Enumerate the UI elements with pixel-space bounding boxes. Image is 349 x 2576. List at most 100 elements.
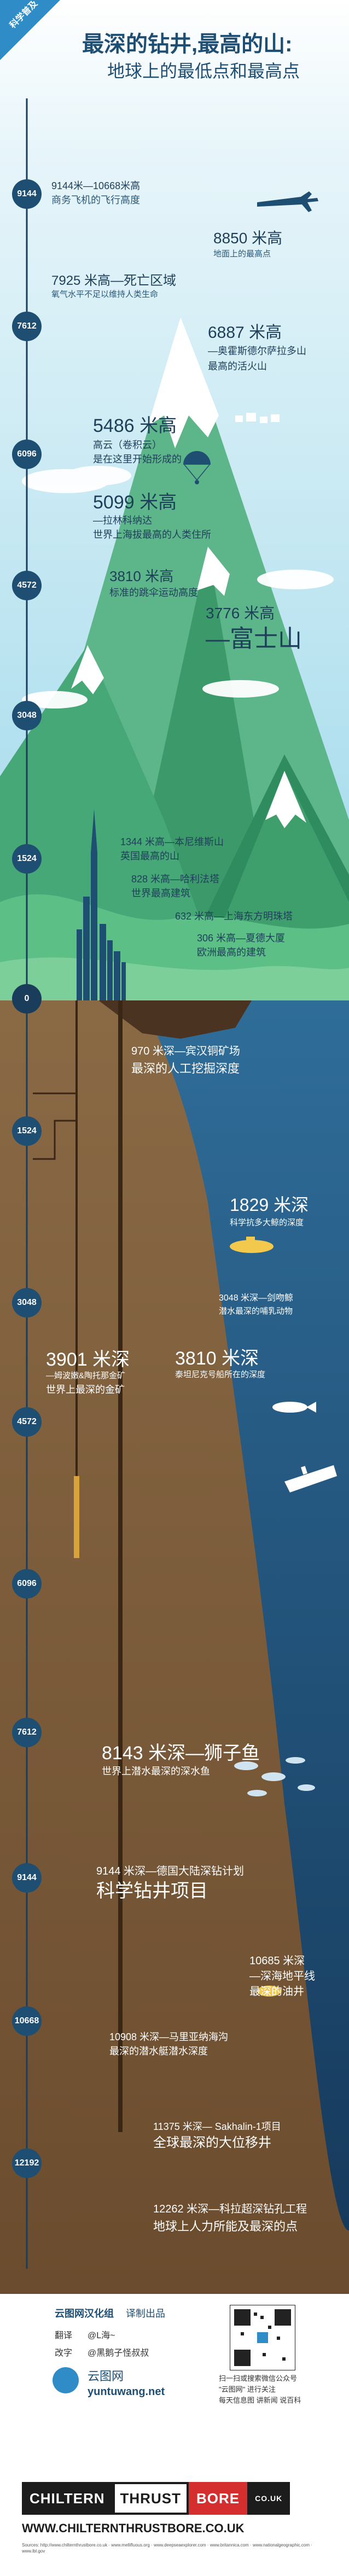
sperm-head: 1829 米深 (230, 1195, 309, 1215)
ojos-sub: 最高的活火山 (208, 361, 267, 372)
larinconada-head: 5099 米高 (93, 492, 177, 513)
parachute-icon (183, 451, 211, 484)
chiltern-logo: CHILTERN THRUST BORE CO.UK (22, 2482, 290, 2515)
height-marker-zero: 0 (12, 984, 42, 1014)
cirrus-sub: 高云（卷积云） (93, 440, 162, 450)
website-link[interactable]: WWW.CHILTERNTHRUSTBORE.CO.UK (22, 2521, 245, 2535)
mponeng-head: 3901 米深 (46, 1349, 130, 1370)
mine-tunnel (33, 1092, 78, 1160)
qr-line3: 每天信息图 讲新闻 说百科 (219, 2396, 301, 2404)
ktb-sub: 科学钻井项目 (96, 1881, 208, 1901)
mariana-head: 10908 米深—马里亚纳海沟 (109, 2031, 229, 2042)
everest-snowcap (148, 317, 219, 448)
credits-translator: @L海~ (88, 2331, 115, 2340)
page-title: 最深的钻井,最高的山: (82, 32, 293, 56)
height-marker-7612: 7612 (12, 312, 42, 341)
logo-part-c: BORE (188, 2482, 248, 2515)
sakhalin-head: 11375 米深— Sakhalin-1项目 (153, 2121, 281, 2132)
depth-marker-1524: 1524 (12, 1116, 42, 1146)
ojos-snowcap (197, 547, 230, 596)
burj-head: 828 米高—哈利法塔 (131, 874, 220, 885)
flight-head: 9144米—10668米高 (51, 180, 141, 191)
shipwreck-icon (284, 1465, 337, 1492)
depth-marker-6096: 6096 (12, 1569, 42, 1599)
airplane-icon (257, 191, 318, 212)
flight-sub: 商务飞机的飞行高度 (51, 195, 140, 206)
sperm-sub: 科学抗多大鲸的深度 (230, 1218, 304, 1227)
yuntu-logo-icon (53, 2367, 79, 2393)
brand-url: yuntuwang.net (88, 2386, 165, 2398)
height-marker-3048: 3048 (12, 701, 42, 730)
snailfish-sub: 世界上潜水最深的深水鱼 (102, 1766, 210, 1777)
ojos-head2: —奥霍斯德尔萨拉多山 (208, 346, 306, 356)
ocean-trench (142, 1000, 349, 2230)
skydive-sub: 标准的跳伞运动高度 (109, 587, 198, 598)
oilwell-head2: —深海地平线 (249, 1970, 315, 1982)
mid-mountain-snow (71, 645, 104, 694)
kola-sub: 地球上人力所能及最深的点 (153, 2220, 298, 2233)
city-skyline (77, 809, 126, 1000)
mponeng-head2: —姆波嫩&陶托那金矿 (46, 1371, 126, 1380)
ktb-head: 9144 米深—德国大陆深钻计划 (96, 1865, 245, 1877)
depth-marker-3048: 3048 (12, 1288, 42, 1318)
height-marker-6096: 6096 (12, 440, 42, 469)
bennevis-head: 1344 米高—本尼维斯山 (120, 836, 224, 847)
mponeng-sub: 世界上最深的金矿 (46, 1384, 125, 1395)
snailfish-head: 8143 米深—狮子鱼 (102, 1743, 260, 1764)
depth-marker-10668: 10668 (12, 2006, 42, 2036)
skydive-head: 3810 米高 (109, 568, 174, 584)
dolphin-sub: 潜水最深的哺乳动物 (219, 1307, 293, 1316)
kola-head: 12262 米深—科拉超深钻孔工程 (153, 2203, 307, 2215)
village-houses (235, 413, 280, 423)
gold-mine (74, 1476, 79, 1558)
logo-part-a: CHILTERN (22, 2482, 113, 2515)
burj-sub: 世界最高建筑 (131, 888, 190, 899)
shanghai-head: 632 米高—上海东方明珠塔 (175, 911, 293, 922)
cirrus-head: 5486 米高 (93, 415, 177, 436)
sakhalin-sub: 全球最深的大位移井 (153, 2135, 271, 2150)
submarine-icon (230, 1237, 274, 1253)
kennecott-sub: 最深的人工挖掘深度 (131, 1062, 240, 1075)
credits-editor: @黑鹅子怪叔叔 (88, 2349, 149, 2358)
larinconada-sub: 世界上海拔最高的人类住所 (93, 529, 211, 540)
depth-marker-4572: 4572 (12, 1407, 42, 1437)
titanic-head: 3810 米深 (175, 1348, 259, 1369)
logo-part-suffix: CO.UK (247, 2482, 290, 2515)
credits-role: 译制出品 (126, 2308, 165, 2319)
height-marker-4572: 4572 (12, 571, 42, 600)
qr-code-icon (230, 2305, 295, 2370)
credits-translator-label: 翻译 (55, 2331, 73, 2340)
deathzone-head: 7925 米高—死亡区域 (51, 273, 177, 288)
qr-line2: "云图网" 进行关注 (219, 2385, 276, 2393)
height-marker-1524: 1524 (12, 844, 42, 874)
larinconada-head2: —拉林科纳达 (93, 515, 152, 526)
fuji-sub: —富士山 (206, 625, 302, 652)
dolphin-head: 3048 米深—剑吻鲸 (219, 1293, 294, 1303)
titanic-sub: 泰坦尼克号船所在的深度 (175, 1370, 266, 1379)
everest-head: 8850 米高 (213, 230, 283, 247)
deathzone-sub: 氧气水平不足以维持人类生命 (51, 290, 159, 299)
bennevis-sub: 英国最高的山 (120, 851, 179, 862)
depth-marker-9144: 9144 (12, 1863, 42, 1893)
credits-org: 云图网汉化组 (55, 2308, 114, 2319)
kennecott-head: 970 米深—宾汉铜矿场 (131, 1045, 240, 1057)
brand-cn: 云图网 (88, 2369, 124, 2383)
fuji-snowcap (265, 771, 306, 828)
shard-head: 306 米高—夏德大厦 (197, 933, 286, 944)
page-subtitle: 地球上的最低点和最高点 (107, 61, 300, 81)
whale-icon (272, 1402, 316, 1413)
badge-ribbon-icon (0, 0, 60, 60)
oilwell-sub: 最深的油井 (249, 1986, 304, 1998)
cirrus-sub2: 是在这里开始形成的 (93, 454, 182, 465)
depth-marker-12192: 12192 (12, 2148, 42, 2178)
sources-text: Sources: http://www.chilternthrustbore.c… (22, 2543, 312, 2554)
submersible-icon (257, 1986, 281, 1997)
bingham-pit (98, 1000, 252, 1039)
credits-editor-label: 改字 (55, 2349, 73, 2358)
fuji-head: 3776 米高 (206, 605, 275, 622)
everest-sub: 地面上的最高点 (213, 249, 271, 259)
height-marker-9144: 9144 (12, 179, 42, 209)
clouds (22, 466, 334, 709)
